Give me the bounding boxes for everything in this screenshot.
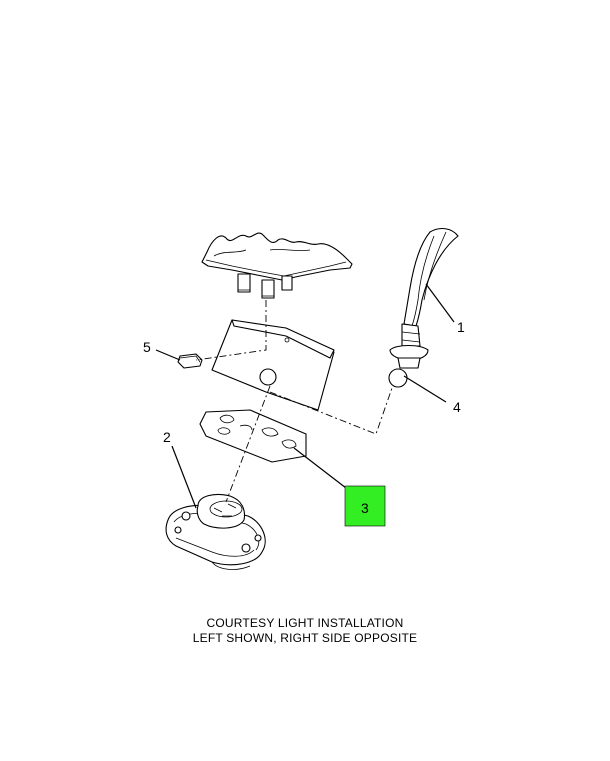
nut-clip <box>177 353 203 369</box>
callout-3-label[interactable]: 3 <box>361 500 369 516</box>
mounting-bracket <box>211 319 335 411</box>
courtesy-lamp <box>165 493 266 570</box>
leader-lines <box>155 283 455 509</box>
alignment-lines <box>195 300 393 503</box>
callout-5-label[interactable]: 5 <box>143 339 151 355</box>
body-panel <box>201 232 353 299</box>
callout-2-label[interactable]: 2 <box>163 429 171 445</box>
diagram-caption-title: COURTESY LIGHT INSTALLATION <box>206 616 404 630</box>
bulb-socket <box>388 344 429 388</box>
callout-4-label[interactable]: 4 <box>453 399 461 415</box>
wire-harness <box>401 227 459 347</box>
callout-1-label[interactable]: 1 <box>457 319 465 335</box>
gasket <box>199 409 307 463</box>
callout-3-highlight-box[interactable] <box>344 485 386 527</box>
diagram-caption-subtitle: LEFT SHOWN, RIGHT SIDE OPPOSITE <box>192 631 418 645</box>
